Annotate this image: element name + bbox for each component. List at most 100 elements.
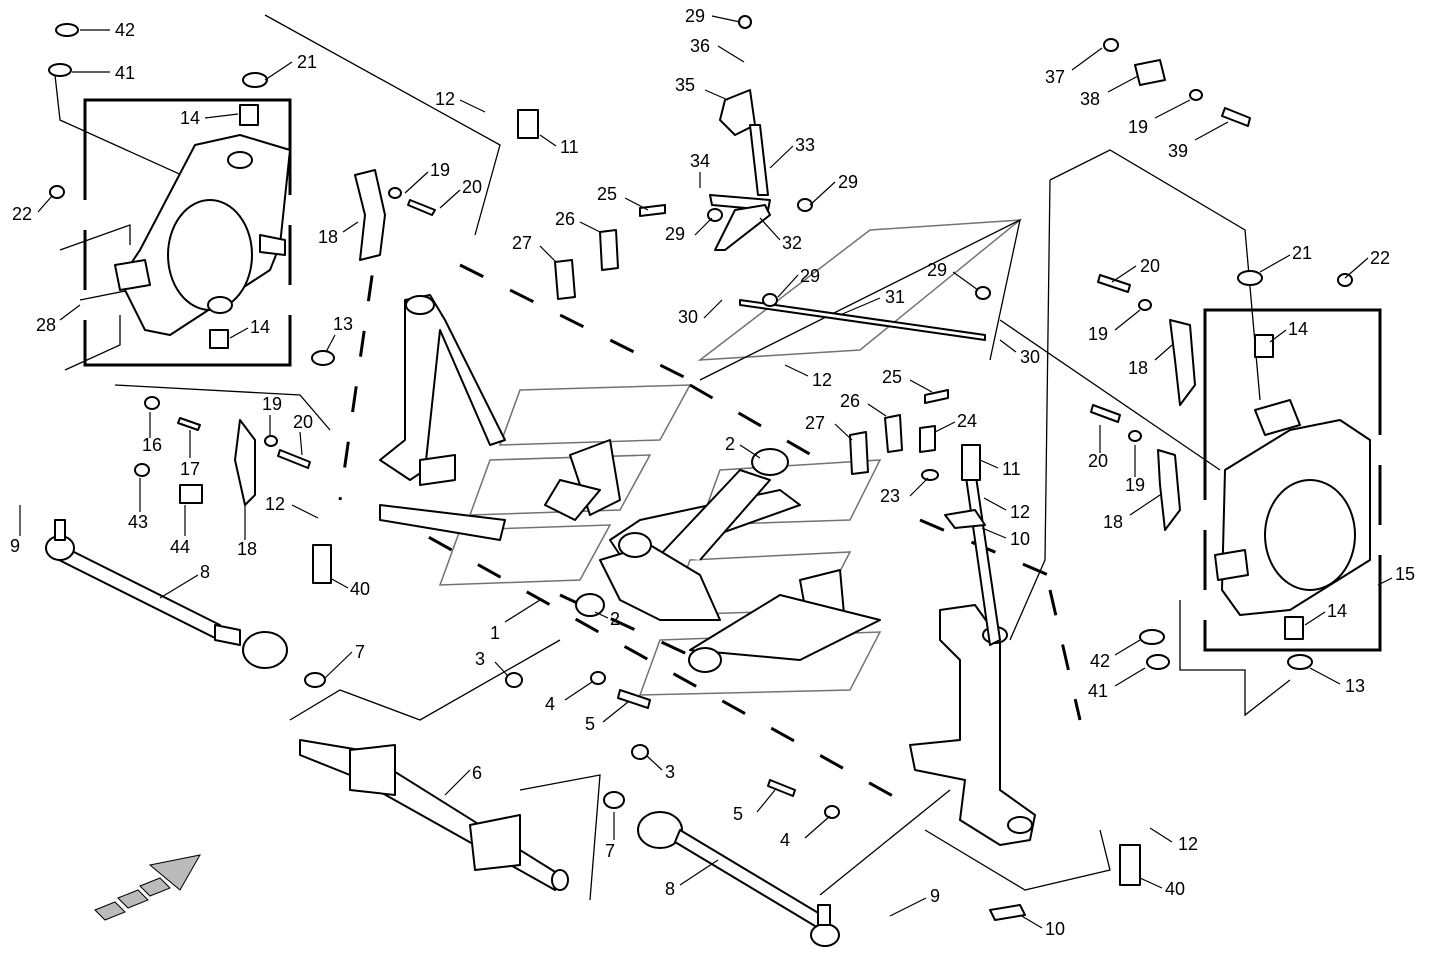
- callout-leader-line: [703, 299, 723, 319]
- callout-leader-line: [739, 444, 761, 459]
- part-number-callout: 23: [880, 486, 900, 506]
- part-number-callout: 12: [435, 89, 455, 109]
- callout-leader-line: [504, 599, 541, 623]
- part-number-callout: 5: [585, 714, 595, 734]
- callout-leader-line: [342, 221, 359, 233]
- part-number-callout: 29: [685, 6, 705, 26]
- part-number-callout: 19: [1088, 324, 1108, 344]
- part-number-callout: 30: [1020, 347, 1040, 367]
- callout-leader-line: [999, 339, 1017, 353]
- callout-leader-line: [204, 113, 239, 119]
- part-number-callout: 9: [10, 536, 20, 556]
- part-number-callout: 14: [1288, 319, 1308, 339]
- part-number-callout: 12: [265, 494, 285, 514]
- tie-rod-right: [637, 811, 840, 947]
- callout-leader-line: [324, 651, 353, 679]
- callout-leader-line: [889, 897, 927, 917]
- hardware: [48, 23, 1353, 921]
- callout-leader-line: [1071, 47, 1103, 71]
- part-number-callout: 33: [795, 135, 815, 155]
- left-steering-arm: [379, 294, 506, 541]
- part-number-callout: 35: [675, 75, 695, 95]
- part-number-callout: 14: [1327, 601, 1347, 621]
- callout-leader-line: [602, 701, 629, 723]
- part-number-callout: 4: [545, 694, 555, 714]
- part-number-callout: 13: [1345, 676, 1365, 696]
- callout-leader-line: [1259, 254, 1291, 273]
- steering-cylinder: [299, 739, 569, 891]
- part-number-callout: 9: [930, 886, 940, 906]
- callout-leader-line: [909, 477, 929, 497]
- callout-leader-line: [717, 45, 745, 63]
- callout-leader-line: [291, 504, 319, 519]
- part-number-callout: 29: [927, 260, 947, 280]
- callout-leader-line: [494, 661, 509, 677]
- callout-leader-line: [444, 769, 471, 796]
- part-number-callout: 20: [293, 412, 313, 432]
- part-number-callout: 7: [355, 642, 365, 662]
- part-number-callout: 26: [555, 209, 575, 229]
- part-number-callout: 17: [180, 459, 200, 479]
- part-number-callout: 21: [297, 52, 317, 72]
- callout-leader-line: [679, 859, 719, 886]
- part-number-callout: 30: [678, 307, 698, 327]
- callout-leader-line: [299, 431, 303, 456]
- callout-leader-line: [909, 379, 933, 393]
- part-number-callout: 19: [1125, 475, 1145, 495]
- callout-leader-line: [539, 134, 557, 147]
- right-pivot-housing: [1214, 399, 1371, 616]
- part-number-callout: 42: [1090, 651, 1110, 671]
- callout-leader-line: [1194, 121, 1229, 141]
- callout-leader-line: [439, 189, 461, 209]
- part-number-callout: 13: [333, 314, 353, 334]
- callout-leader-line: [756, 789, 776, 813]
- callout-leader-line: [834, 423, 853, 441]
- part-number-callout: 31: [885, 287, 905, 307]
- part-number-callout: 7: [605, 841, 615, 861]
- part-number-callout: 36: [690, 36, 710, 56]
- callout-leader-line: [1114, 309, 1141, 331]
- part-number-callout: 19: [1128, 117, 1148, 137]
- part-number-callout: 12: [1010, 502, 1030, 522]
- part-number-callout: 19: [262, 394, 282, 414]
- part-number-callout: 43: [128, 512, 148, 532]
- callout-leader-line: [809, 181, 836, 206]
- part-number-callout: 6: [472, 763, 482, 783]
- callout-leader-line: [1149, 827, 1173, 843]
- callout-leader-line: [1154, 344, 1173, 361]
- callout-leader-line: [1111, 265, 1137, 283]
- part-number-callout: 37: [1045, 67, 1065, 87]
- left-pivot-housing: [114, 134, 291, 336]
- callout-leader-line: [1344, 257, 1369, 279]
- callout-leader-line: [594, 611, 609, 619]
- callout-leader-line: [759, 217, 781, 241]
- callout-leader-line: [404, 171, 429, 194]
- part-number-callout: 27: [805, 413, 825, 433]
- callout-leader-line: [1154, 99, 1191, 119]
- part-number-callout: 29: [838, 172, 858, 192]
- part-number-callout: 41: [115, 63, 135, 83]
- part-number-callout: 18: [318, 227, 338, 247]
- part-number-callout: 8: [665, 879, 675, 899]
- part-number-callout: 27: [512, 233, 532, 253]
- callout-leader-line: [1377, 577, 1393, 586]
- part-number-callout: 11: [1002, 459, 1021, 479]
- callout-leader-line: [1019, 914, 1043, 929]
- callout-leader-line: [1114, 667, 1146, 687]
- part-number-callout: 39: [1168, 141, 1188, 161]
- callout-leader-line: [867, 403, 887, 417]
- part-number-callout: 44: [170, 537, 190, 557]
- part-number-callout: 26: [840, 391, 860, 411]
- part-number-callout: 20: [1088, 451, 1108, 471]
- callout-leader-line: [59, 304, 81, 321]
- linkage-assembly: [707, 15, 991, 341]
- watermark-logo: [438, 219, 1023, 696]
- part-number-callout: 8: [200, 562, 210, 582]
- part-number-callout: 3: [665, 762, 675, 782]
- part-number-callout: 25: [882, 367, 902, 387]
- part-number-callout: 10: [1045, 919, 1065, 939]
- callout-leader-line: [1114, 639, 1141, 656]
- part-number-callout: 10: [1010, 529, 1030, 549]
- part-number-callout: 29: [665, 224, 685, 244]
